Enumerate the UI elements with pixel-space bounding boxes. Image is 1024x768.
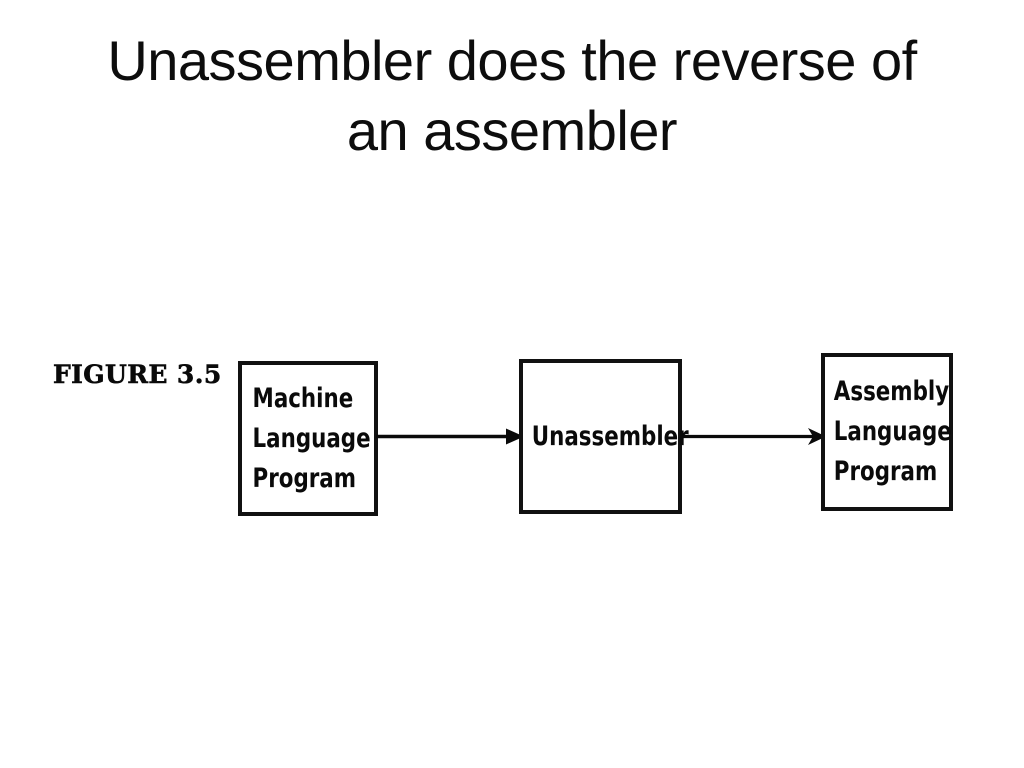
page-title: Unassembler does the reverse of an assem…	[107, 29, 917, 162]
arrow-machine-to-unassembler-icon	[376, 424, 524, 448]
node-unassembler-label: Unassembler	[531, 420, 689, 452]
node-unassembler[interactable]: Unassembler	[519, 359, 689, 514]
figure-label: FIGURE 3.5	[53, 360, 222, 390]
node-machine-language-program-label: Machine Language Program	[252, 382, 371, 494]
node-machine-language-program[interactable]: Machine Language Program	[238, 361, 378, 516]
arrow-unassembler-to-assembly-icon	[680, 424, 826, 448]
node-assembly-language-program[interactable]: Assembly Language Program	[821, 353, 953, 511]
node-assembly-language-program-label: Assembly Language Program	[833, 376, 952, 487]
